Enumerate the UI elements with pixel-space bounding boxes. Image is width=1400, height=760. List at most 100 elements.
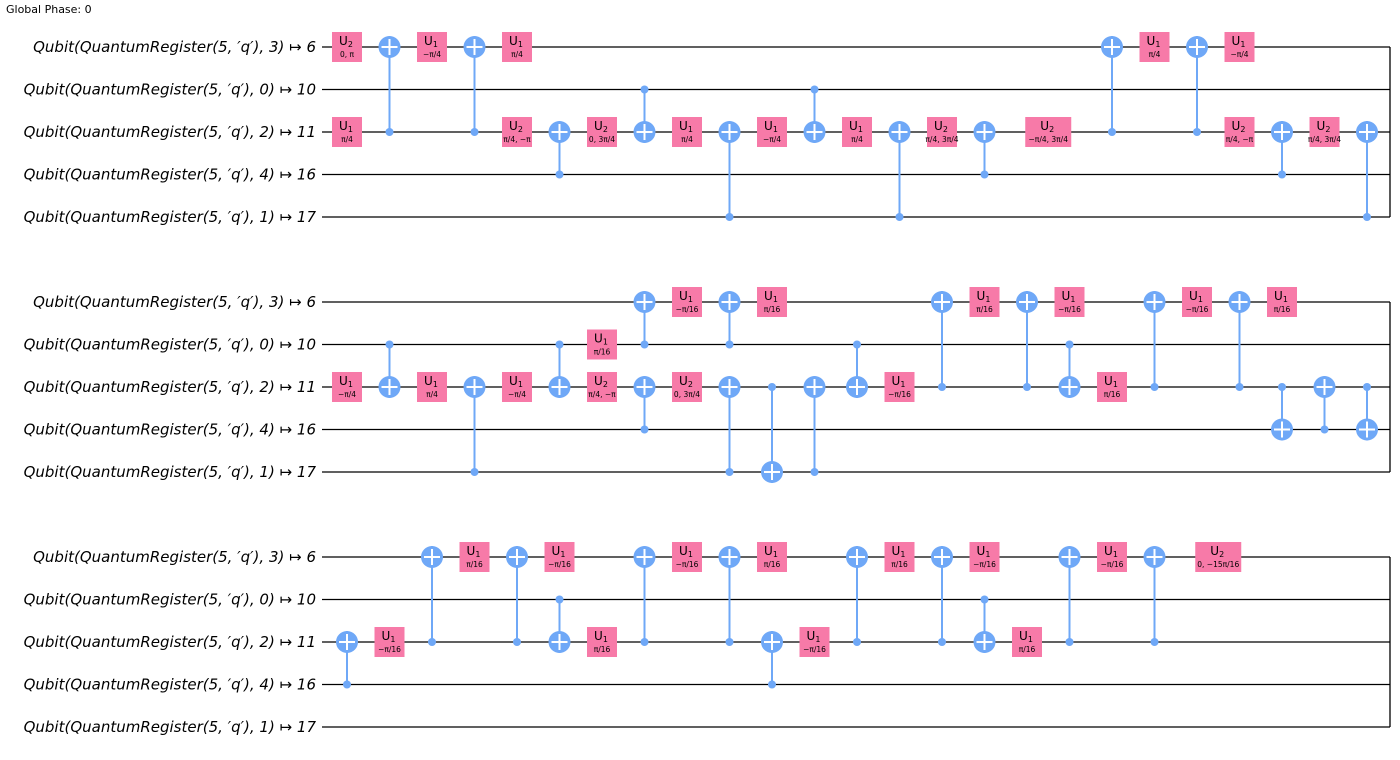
u-gate-param: −π/16 [1101,560,1124,569]
cnot-gate [973,595,996,653]
u-gate-box [884,542,915,572]
u-gate-param: −π/16 [1058,305,1081,314]
cnot-gate [718,546,741,646]
u-gate: U1−π/4 [502,372,532,402]
u-gate-param: π/4, 3π/4 [925,135,958,144]
cnot-control-dot [853,340,861,349]
cnot-gate [718,376,741,476]
cnot-gate [1143,546,1166,646]
u-gate-box [757,287,787,317]
u-gate-box [1097,372,1127,402]
cnot-control-dot [1235,383,1244,391]
qubit-label: Qubit(QuantumRegister(5, ′q′), 1) ↦ 17 [24,463,317,481]
u-gate-box [969,542,1000,572]
u-gate: U1π/4 [502,32,532,62]
cnot-control-dot [938,383,946,391]
cnot-control-dot [470,468,479,476]
u-gate-param: π/4 [851,135,863,144]
cnot-gate [931,291,953,391]
u-gate: U1−π/16 [374,627,405,657]
u-gate-param: 0, 3π/4 [589,135,615,144]
cnot-control-dot [1108,128,1116,136]
cnot-gate [421,546,443,646]
cnot-gate [1058,340,1081,398]
u-gate: U1π/16 [1267,287,1297,317]
cnot-gate [1101,36,1123,136]
cnot-gate [1356,383,1378,441]
u-gate-param: π/4 [511,50,523,59]
cnot-gate [633,291,656,349]
cnot-control-dot [980,595,989,604]
cnot-gate [718,121,741,221]
cnot-control-dot [853,638,861,646]
cnot-control-dot [1065,340,1074,349]
cnot-control-dot [895,213,904,221]
cnot-control-dot [938,638,946,646]
cnot-gate [1186,36,1208,136]
cnot-gate [633,546,656,646]
cnot-gate [1356,121,1378,221]
u-gate: U1−π/4 [1224,32,1255,62]
cnot-control-dot [555,340,564,349]
cnot-control-dot [1193,128,1201,136]
qubit-label: Qubit(QuantumRegister(5, ′q′), 2) ↦ 11 [24,123,316,141]
cnot-control-dot [1150,383,1159,391]
u-gate-box [332,117,362,147]
u-gate-param: −π/4 [338,390,356,399]
u-gate-box [1054,287,1085,317]
cnot-control-dot [810,468,819,476]
u-gate-box [332,32,362,62]
qubit-label: Qubit(QuantumRegister(5, ′q′), 3) ↦ 6 [33,293,316,311]
u-gate-param: π/4, −π [1226,135,1254,144]
u-gate: U1−π/16 [969,542,1000,572]
u-gate: U1−π/4 [332,372,362,402]
cnot-gate [378,36,401,136]
cnot-gate [548,595,571,653]
u-gate: U1π/16 [757,542,787,572]
qubit-label: Qubit(QuantumRegister(5, ′q′), 1) ↦ 17 [24,208,317,226]
u-gate-box [672,117,702,147]
u-gate-box [459,542,490,572]
cnot-control-dot [768,680,776,689]
u-gate-box [332,372,362,402]
cnot-control-dot [343,680,351,689]
cnot-control-dot [1065,638,1074,646]
u-gate-box [842,117,872,147]
cnot-gate [1143,291,1166,391]
u-gate-param: π/4 [341,135,353,144]
u-gate-param: −π/4, 3π/4 [1029,135,1069,144]
u-gate: U1−π/4 [757,117,787,147]
u-gate-param: −π/16 [676,560,699,569]
cnot-control-dot [1278,170,1286,179]
u-gate-box [757,542,787,572]
circuit-row-2: Qubit(QuantumRegister(5, ′q′), 3) ↦ 6 Qub… [24,287,1391,483]
cnot-gate [378,340,401,398]
qubit-label: Qubit(QuantumRegister(5, ′q′), 2) ↦ 11 [24,633,316,651]
cnot-gate [506,546,528,646]
qubit-label: Qubit(QuantumRegister(5, ′q′), 3) ↦ 6 [33,548,316,566]
cnot-control-dot [513,638,521,646]
u-gate-box [374,627,405,657]
u-gate: U1π/16 [587,627,617,657]
u-gate-box [927,117,957,147]
u-gate-param: 0, π [340,50,355,59]
u-gate: U1−π/16 [544,542,575,572]
u-gate-param: −π/16 [378,645,401,654]
u-gate-box [417,32,447,62]
cnot-gate [973,121,996,179]
u-gate-box [1139,32,1170,62]
u-gate: U2π/4, 3π/4 [1308,117,1341,147]
u-gate-box [672,372,702,402]
cnot-gate [803,85,826,143]
u-gate: U1π/4 [417,372,447,402]
cnot-gate [1271,121,1293,179]
cnot-control-dot [1150,638,1159,646]
u-gate-param: −π/4 [1230,50,1248,59]
u-gate-param: −π/16 [548,560,571,569]
u-gate-box [1195,542,1242,572]
u-gate-param: π/16 [466,560,483,569]
u-gate: U2π/4, −π [502,117,532,147]
u-gate: U1π/4 [842,117,872,147]
u-gate: U1−π/16 [799,627,830,657]
cnot-control-dot [810,85,819,94]
